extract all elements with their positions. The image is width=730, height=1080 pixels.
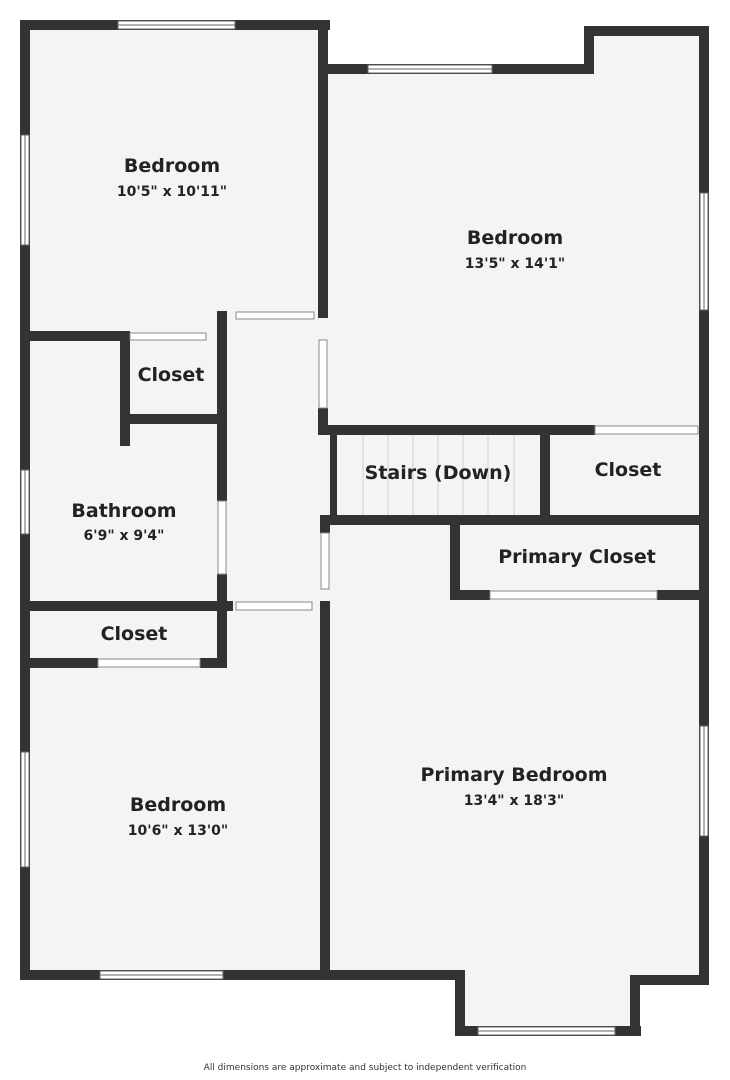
room-name-bathroom: Bathroom: [71, 500, 176, 522]
window-bedroom-1-top: [117, 20, 236, 30]
room-dims-bedroom-1: 10'5" x 10'11": [117, 184, 227, 200]
window-bedroom-1-left: [20, 134, 30, 246]
window-bedroom-3-bottom: [99, 970, 224, 980]
room-name-stairs: Stairs (Down): [365, 462, 512, 484]
door-closet-1: [129, 332, 207, 341]
floor-area: [24, 24, 704, 1030]
room-name-bedroom-1: Bedroom: [124, 155, 220, 177]
window-bathroom-left: [20, 469, 30, 535]
door-closet-3: [97, 658, 201, 668]
room-name-closet-3: Closet: [101, 623, 168, 645]
window-primary-bedroom-bottom: [477, 1026, 616, 1036]
window-bedroom-3-left: [20, 751, 30, 868]
door-primary-closet: [489, 590, 658, 600]
door-bedroom-3: [235, 601, 313, 611]
window-bedroom-2-right: [699, 192, 709, 311]
windows: [20, 20, 709, 1036]
door-bedroom-1: [235, 311, 315, 320]
room-dims-bedroom-2: 13'5" x 14'1": [465, 256, 565, 272]
window-primary-bedroom-right: [699, 725, 709, 837]
room-labels: Bedroom 10'5" x 10'11" Bedroom 13'5" x 1…: [71, 155, 661, 839]
door-primary-bedroom: [320, 532, 330, 590]
room-dims-bathroom: 6'9" x 9'4": [84, 528, 165, 544]
door-closet-2: [594, 425, 699, 435]
room-name-primary-bedroom: Primary Bedroom: [420, 764, 607, 786]
door-bedroom-2: [318, 339, 328, 409]
doorways: [97, 311, 699, 668]
door-bathroom: [217, 500, 227, 575]
room-name-bedroom-2: Bedroom: [467, 227, 563, 249]
room-name-primary-closet: Primary Closet: [498, 546, 656, 568]
room-dims-bedroom-3: 10'6" x 13'0": [128, 823, 228, 839]
room-name-bedroom-3: Bedroom: [130, 794, 226, 816]
room-dims-primary-bedroom: 13'4" x 18'3": [464, 793, 564, 809]
room-name-closet-2: Closet: [595, 459, 662, 481]
room-name-closet-1: Closet: [138, 364, 205, 386]
stairs-treads: [362, 435, 515, 515]
window-bedroom-2-top: [367, 64, 493, 74]
disclaimer-text: All dimensions are approximate and subje…: [203, 1063, 527, 1073]
